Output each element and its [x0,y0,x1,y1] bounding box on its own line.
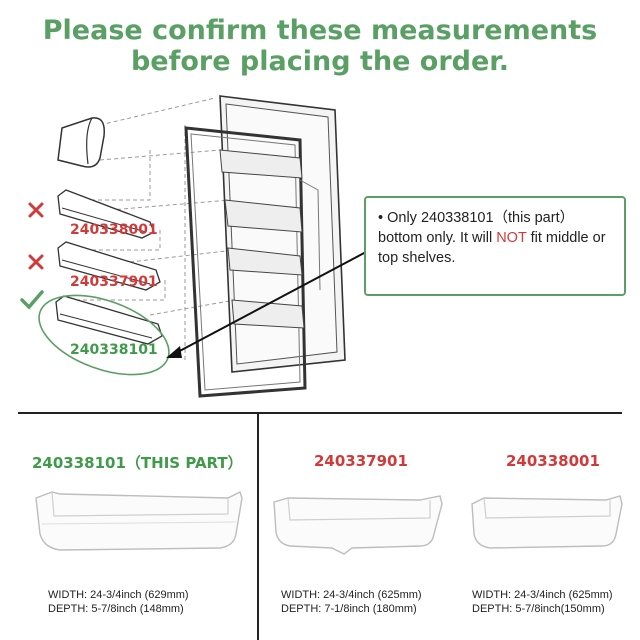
headline-line-1: Please confirm these measurements [42,15,598,46]
product-image-this-part [35,491,243,551]
product-title-this-part: 240338101（THIS PART） [32,454,243,472]
product-image-240338001 [471,495,623,549]
pointer-arrow [166,251,367,358]
callout-not-word: NOT [496,230,527,246]
door-shelf-diagram [20,95,367,398]
callout-text-pre: • Only 240338101（this part）bottom only. … [378,210,575,246]
section-divider-vertical [257,412,259,640]
label-bottom-shelf: 240338101 [70,342,158,358]
highlight-ellipse [38,294,170,376]
section-divider-horizontal [18,412,622,414]
shelf-top [57,189,155,239]
label-top-shelf: 240338001 [70,222,158,238]
guide-lines [70,97,236,360]
callout-text-post: fit middle or top shelves. [378,230,606,266]
compatibility-callout: • Only 240338101（this part）bottom only. … [364,196,626,296]
label-middle-shelf: 240337901 [70,274,158,290]
product-image-240337901 [273,495,443,555]
spec-width-240338001: WIDTH: 24-3/4inch (625mm) [472,589,613,601]
shelf-bottom [55,295,163,345]
headline-line-2: before placing the order. [130,46,510,77]
product-title-240337901: 240337901 [314,452,408,470]
check-icon [20,290,44,310]
cross-icon [28,202,44,218]
spec-depth-this-part: DEPTH: 5-7/8inch (148mm) [48,603,184,615]
spec-depth-240337901: DEPTH: 7-1/8inch (180mm) [281,603,417,615]
cross-icon [28,254,44,270]
product-title-240338001: 240338001 [506,452,600,470]
spec-width-this-part: WIDTH: 24-3/4inch (629mm) [48,589,189,601]
spec-depth-240338001: DEPTH: 5-7/8inch(150mm) [472,603,605,615]
butter-lid [57,117,105,168]
shelf-middle [57,241,161,291]
refrigerator-door [184,95,346,398]
spec-width-240337901: WIDTH: 24-3/4inch (625mm) [281,589,422,601]
